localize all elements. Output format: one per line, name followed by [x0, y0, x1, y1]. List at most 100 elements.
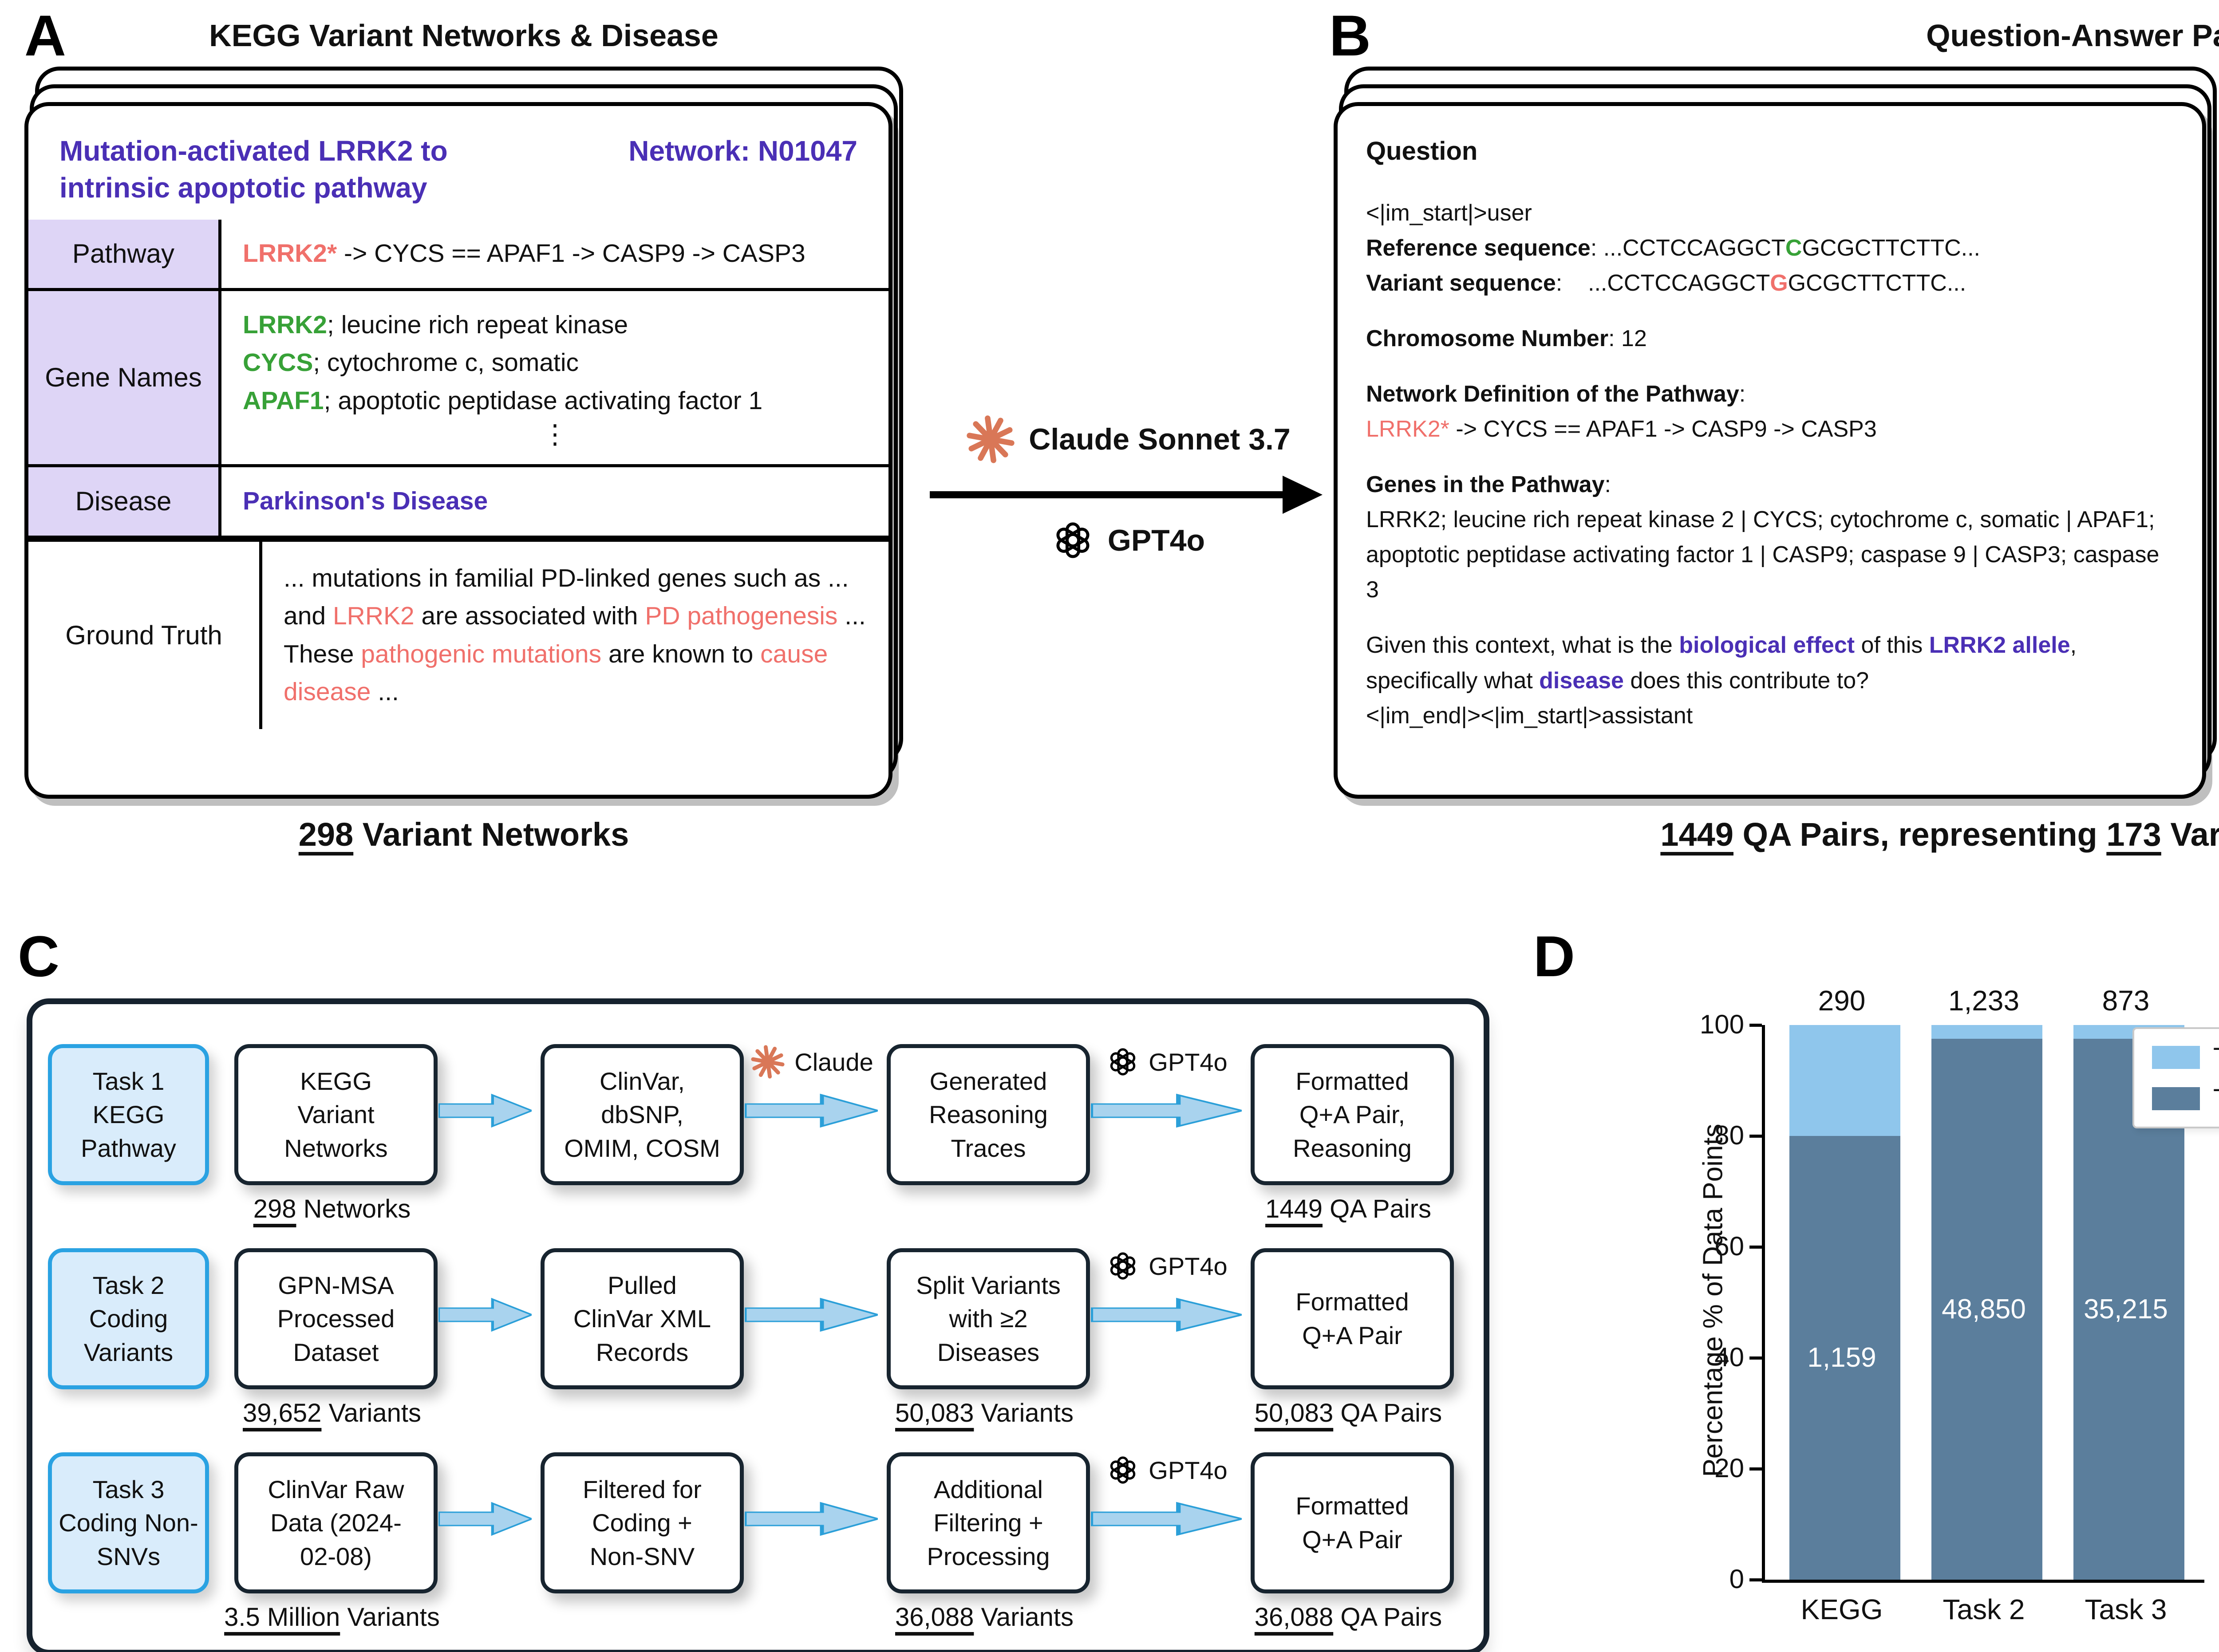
pipeline-arrow: [742, 1093, 881, 1128]
pipeline-caption: 1449 QA Pairs: [1215, 1194, 1481, 1224]
row-line: APAF1; apoptotic peptidase activating fa…: [243, 382, 867, 420]
claude-model-row: Claude Sonnet 3.7: [930, 413, 1325, 466]
decor: [1056, 528, 1080, 548]
text-segment: QA Pairs: [1323, 1195, 1431, 1223]
y-tick-label: 20: [1714, 1453, 1744, 1483]
y-tick-mark: [1749, 1356, 1762, 1360]
legend-item: Train / Val: [2152, 1084, 2219, 1113]
decor: Networks: [284, 1134, 388, 1162]
panel-b-header: Question-Answer Pair & Reasoning Traces: [1926, 18, 2219, 53]
card-line: Genes in the Pathway:: [1366, 467, 2174, 502]
row-line: ⋮: [541, 419, 569, 449]
pipeline-arrow: [1088, 1093, 1245, 1128]
decor: [742, 1297, 881, 1332]
text-segment: disease: [1539, 667, 1624, 694]
decor: Processing: [927, 1542, 1050, 1570]
text-segment: QA Pairs: [1333, 1399, 1442, 1427]
decor: [1110, 1252, 1136, 1280]
decor: Coding Non-: [59, 1509, 198, 1537]
kegg-network-card-stack: Mutation-activated LRRK2 to intrinsic ap…: [24, 67, 903, 799]
text-segment: are known to: [601, 639, 761, 668]
decor: [764, 1045, 770, 1062]
card-line: [1366, 301, 2174, 321]
decor: Pulled: [608, 1271, 677, 1299]
row-label: Gene Names: [28, 288, 221, 468]
row-line: CYCS; cytochrome c, somatic: [243, 344, 867, 382]
decor: Dataset: [293, 1338, 379, 1366]
stacked-bar: [1931, 1025, 2042, 1580]
decor: [437, 1502, 534, 1536]
decor: [1110, 1456, 1136, 1484]
gpt-label-text: GPT4o: [1149, 1456, 1228, 1484]
decor: KEGG: [92, 1100, 165, 1129]
pipeline-arrow-wrap: [437, 1295, 534, 1337]
text-segment: Given this context, what is the: [1366, 632, 1679, 658]
decor: [768, 1060, 785, 1067]
x-category-label: KEGG: [1800, 1593, 1883, 1625]
text-segment: does this contribute to?: [1623, 667, 1869, 694]
text-segment: 298: [253, 1195, 296, 1223]
legend-label: Test: [2213, 1042, 2219, 1072]
legend-label: Train / Val: [2213, 1084, 2219, 1113]
question-title: Question: [1366, 137, 1478, 166]
y-tick-mark: [1749, 1467, 1762, 1471]
text-segment: ...: [371, 678, 399, 706]
decor: Q+A Pair: [1302, 1526, 1402, 1553]
pipeline-arrow: [437, 1502, 534, 1536]
text-segment: ... mutations in familial PD-linked gene…: [284, 564, 849, 631]
decor: Formatted: [1295, 1492, 1409, 1520]
row-content: LRRK2* -> CYCS == APAF1 -> CASP9 -> CASP…: [218, 220, 888, 291]
text-segment: : ...CCTCCAGGCT: [1590, 235, 1785, 261]
decor: [990, 437, 1015, 446]
decor: [1110, 1052, 1129, 1068]
decor: [968, 438, 991, 452]
bar-segment-train-val: [1931, 1039, 2042, 1580]
text-segment: LRRK2*: [243, 239, 337, 268]
text-segment: 39,652: [243, 1399, 322, 1427]
y-axis-label: Percentage % of Data Points: [1698, 1124, 1729, 1477]
text-segment: Variants: [340, 1603, 440, 1632]
row-content: Parkinson's Disease: [218, 464, 888, 539]
y-tick-label: 60: [1714, 1231, 1744, 1261]
text-segment: :: [1739, 381, 1746, 407]
text-segment: pathogenic mutations: [361, 639, 602, 668]
claude-icon: [967, 415, 1015, 463]
bar-inside-label: 35,215: [2084, 1293, 2168, 1325]
text-segment: LRRK2: [243, 310, 328, 339]
text-segment: ... These: [284, 602, 866, 668]
card-line: LRRK2* -> CYCS == APAF1 -> CASP9 -> CASP…: [1366, 412, 2174, 447]
card-title-row: Mutation-activated LRRK2 to intrinsic ap…: [28, 106, 888, 220]
text-segment: Variant sequence: [1366, 270, 1556, 296]
ground-truth-row: Ground Truth ... mutations in familial P…: [28, 538, 888, 729]
decor: [742, 1502, 881, 1536]
decor: 02-08): [300, 1542, 372, 1570]
row-line: LRRK2* -> CYCS == APAF1 -> CASP9 -> CASP…: [243, 235, 867, 273]
text-segment: LRRK2*: [1366, 416, 1449, 442]
decor: [1088, 1297, 1245, 1332]
row-line: Parkinson's Disease: [243, 482, 867, 520]
y-tick-label: 0: [1729, 1564, 1744, 1594]
decor: SNVs: [96, 1542, 161, 1570]
decor: Diseases: [937, 1338, 1040, 1366]
decor: with ≥2: [949, 1305, 1028, 1333]
pipeline-arrow-wrap: [437, 1499, 534, 1541]
decor: Split Variants: [916, 1271, 1061, 1299]
decor: Q+A Pair: [1302, 1321, 1402, 1349]
stacked-bar: [2073, 1025, 2184, 1580]
text-segment: : 12: [1608, 326, 1647, 352]
decor: Records: [596, 1338, 689, 1366]
kegg-network-card: Mutation-activated LRRK2 to intrinsic ap…: [24, 102, 892, 799]
card-line: [1366, 175, 2174, 196]
y-tick-mark: [1749, 1024, 1762, 1027]
